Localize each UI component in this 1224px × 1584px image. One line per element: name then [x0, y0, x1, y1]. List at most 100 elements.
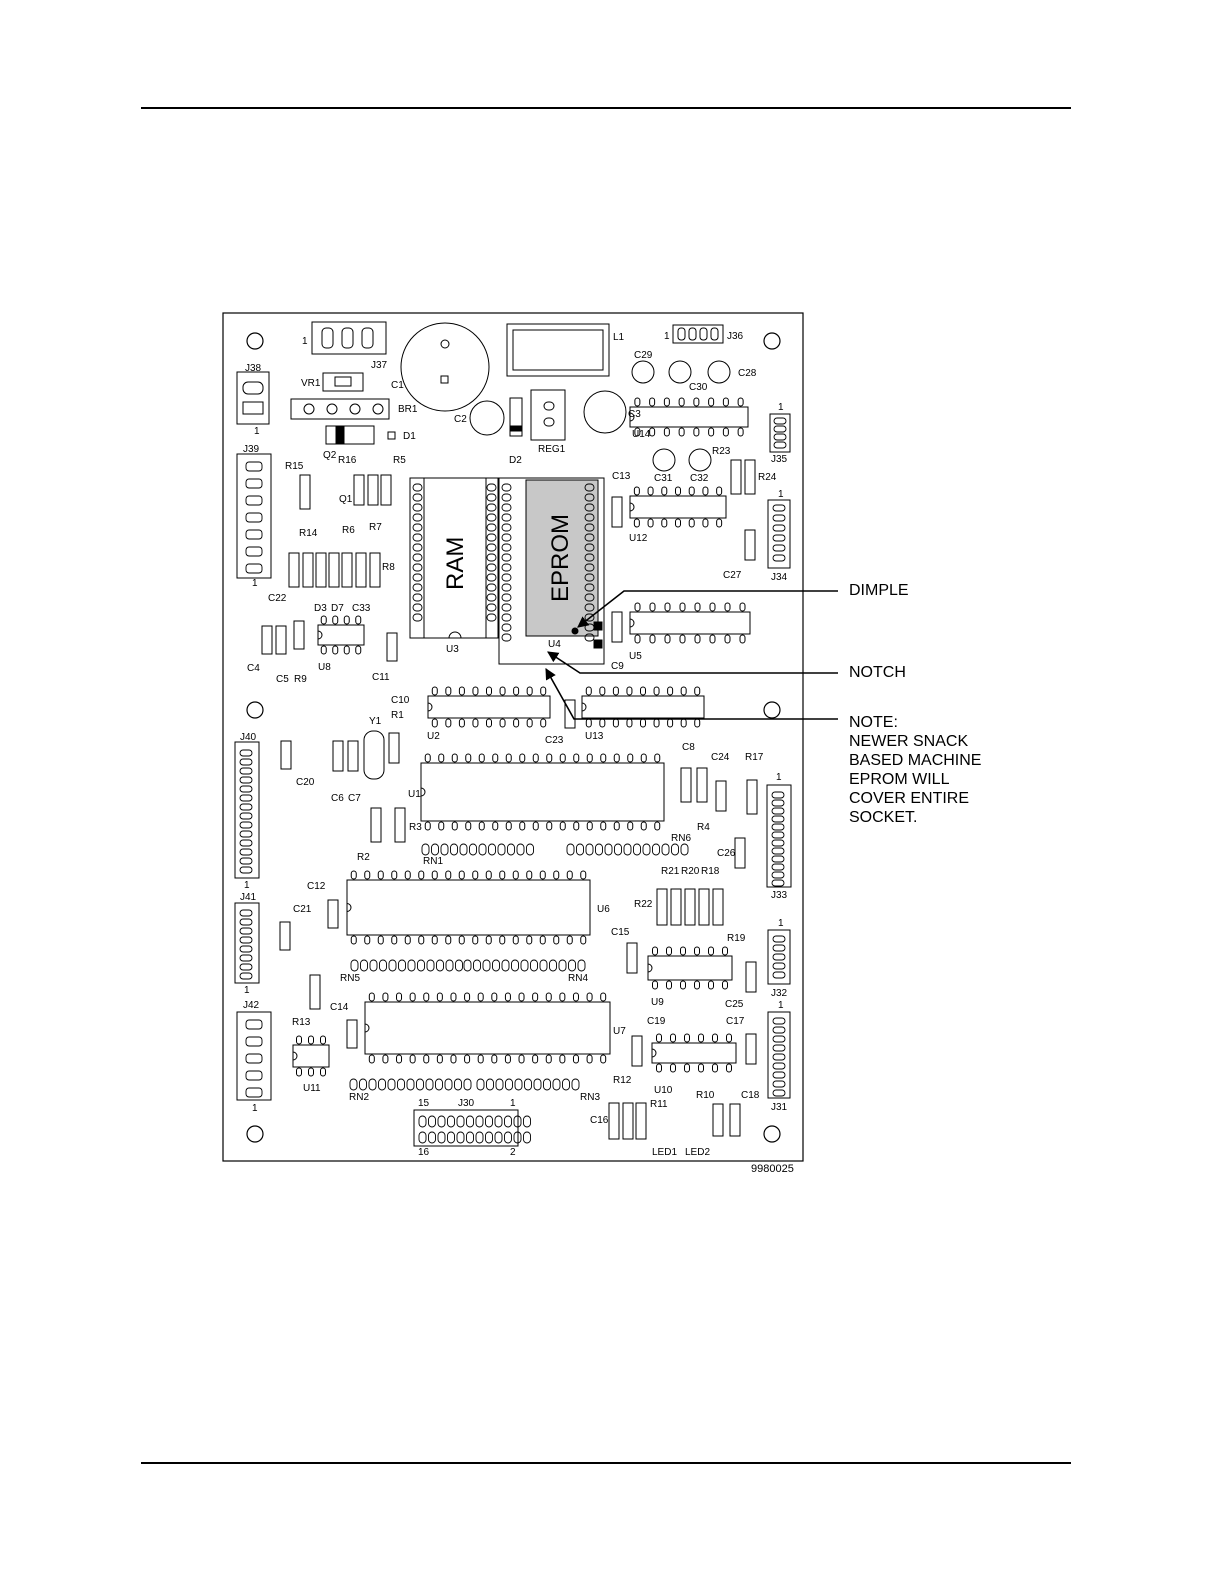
dip-ic	[629, 486, 727, 528]
label-c3: C3	[628, 409, 641, 420]
connector-pin	[772, 1080, 786, 1088]
label-c14: C14	[330, 1002, 349, 1013]
label-u10: U10	[654, 1085, 673, 1096]
pin1-j30: 1	[510, 1098, 516, 1109]
ic-pin	[640, 753, 647, 763]
ic-pin	[680, 980, 686, 990]
ic-pin	[368, 992, 375, 1002]
ic-pin	[396, 1054, 403, 1064]
connector-pin	[771, 847, 785, 855]
network-pin	[473, 959, 481, 972]
network-pin	[558, 959, 567, 972]
ic-pin	[472, 870, 479, 880]
network-pin	[614, 843, 622, 856]
label-j40: J40	[240, 732, 257, 743]
figure-id: 9980025	[751, 1163, 794, 1175]
resistor-body	[656, 888, 668, 926]
label-u6: U6	[597, 904, 610, 915]
ic-pin	[451, 753, 458, 763]
resistor-body	[734, 837, 746, 869]
label-l1: L1	[613, 332, 625, 343]
label-r13: R13	[292, 1017, 311, 1028]
resistor-body	[341, 552, 353, 588]
label-r24: R24	[758, 472, 777, 483]
network-pin	[447, 1131, 455, 1144]
socket-pin	[486, 493, 497, 502]
label-r2: R2	[357, 852, 370, 863]
network-pin	[482, 959, 491, 972]
pin15-j30: 15	[418, 1098, 430, 1109]
ic-pin	[647, 486, 654, 496]
label-j31: J31	[771, 1102, 788, 1113]
socket-pin	[486, 613, 497, 622]
label-r8: R8	[382, 562, 395, 573]
ic-pin	[526, 718, 533, 728]
network-pin	[520, 959, 529, 972]
ic-body	[292, 1044, 330, 1068]
resistor-body	[288, 552, 300, 588]
socket-pin	[584, 593, 595, 602]
connector-pin	[772, 971, 786, 979]
ic-pin	[526, 935, 533, 945]
connector-pin	[239, 909, 253, 917]
socket-pin	[412, 593, 423, 602]
resistor-body	[370, 807, 382, 843]
network-pin	[447, 1115, 455, 1128]
ic-pin	[491, 992, 498, 1002]
ic-pin	[680, 718, 687, 728]
socket-pin	[584, 583, 595, 592]
ic-pin	[661, 518, 668, 528]
ic-pin	[712, 1063, 718, 1073]
resistor-body	[386, 632, 398, 662]
label-c11: C11	[372, 672, 390, 683]
ic-pin	[572, 992, 579, 1002]
ic-pin	[654, 821, 661, 831]
ic-notch	[629, 412, 635, 422]
connector-pin	[245, 563, 263, 574]
ic-pin	[678, 397, 685, 407]
network-pin	[387, 1078, 396, 1091]
dip-ic	[651, 1033, 737, 1073]
ic-pin	[409, 1054, 416, 1064]
board-outline	[222, 312, 804, 1162]
connector-pin	[245, 1053, 263, 1064]
ic-pin	[647, 518, 654, 528]
resistor-body	[369, 552, 381, 588]
ic-body	[346, 879, 591, 936]
label-r1: R1	[391, 710, 404, 721]
network-pin	[437, 1115, 446, 1128]
socket-pin	[501, 513, 512, 522]
resistor-body	[353, 474, 365, 506]
ic-pin	[580, 870, 587, 880]
label-j38: J38	[245, 363, 262, 374]
resistor-body	[279, 921, 291, 951]
ic-pin	[485, 870, 492, 880]
socket-pin	[412, 563, 423, 572]
note-line: BASED MACHINE	[849, 752, 982, 769]
network-pin	[552, 1078, 561, 1091]
label-j39: J39	[243, 444, 260, 455]
ic-pin	[599, 686, 606, 696]
ic-pin	[634, 602, 641, 612]
ic-pin	[680, 686, 687, 696]
resistor-body	[302, 552, 314, 588]
label-c26: C26	[717, 848, 736, 859]
network-pin	[642, 843, 651, 856]
ic-pin	[382, 992, 389, 1002]
connector-pin	[772, 935, 786, 943]
ic-notch	[364, 1023, 370, 1033]
note-line: EPROM WILL	[849, 771, 950, 788]
connector-pin	[773, 417, 787, 425]
connector-pin	[772, 1062, 786, 1070]
network-pin	[623, 843, 632, 856]
pin1-j41: 1	[244, 985, 250, 996]
dimple-callout: DIMPLE	[849, 582, 909, 599]
network-pin	[494, 1131, 503, 1144]
ic-pin	[445, 718, 452, 728]
note-line: SOCKET.	[849, 809, 918, 826]
network-pin	[526, 843, 534, 856]
eprom-chip-label: EPROM	[547, 514, 574, 602]
label-u13: U13	[585, 731, 604, 742]
resistor-body	[299, 474, 311, 510]
resistor-body	[367, 474, 379, 506]
